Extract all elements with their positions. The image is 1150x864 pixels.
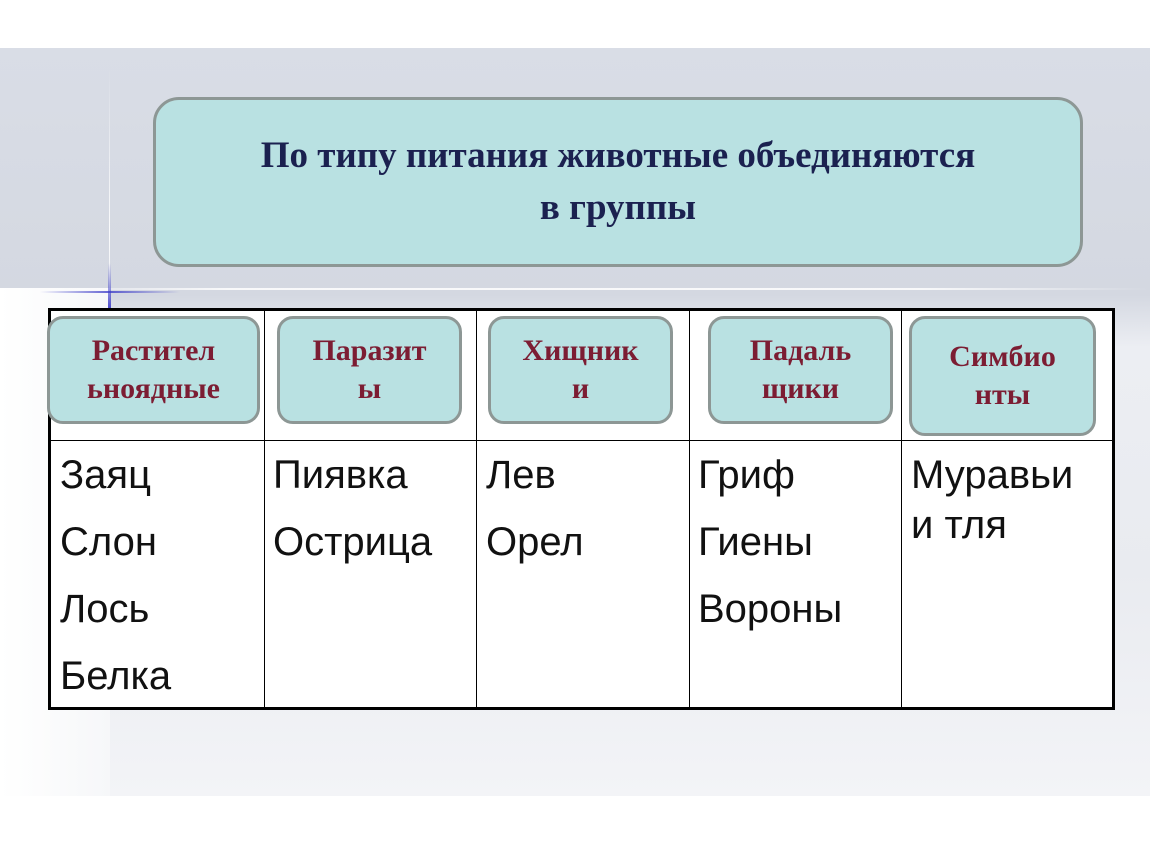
list-item: Лось <box>60 587 150 631</box>
decorative-line <box>0 288 1150 290</box>
header-parasites: Паразит ы <box>277 316 462 424</box>
list-item: Пиявка <box>273 453 408 497</box>
header-label: Паразит <box>312 334 427 367</box>
list-item: Слон <box>60 520 158 564</box>
list-item: Острица <box>273 520 433 564</box>
parasites-list: Пиявка Острица <box>273 442 432 576</box>
sparkle-icon <box>40 291 180 293</box>
predators-list: Лев Орел <box>486 442 584 576</box>
table-column-parasites <box>264 311 476 707</box>
table-column-symbionts <box>901 311 1112 707</box>
decorative-line <box>109 68 110 398</box>
header-label: ьноядные <box>86 372 220 405</box>
list-item: Лев <box>486 453 556 497</box>
list-item: Гиены <box>698 520 813 564</box>
list-item: Вороны <box>698 587 843 631</box>
header-herbivores: Растител ьноядные <box>47 316 260 424</box>
header-label: нты <box>974 378 1031 411</box>
list-item: Белка <box>60 654 172 698</box>
header-scavengers: Падаль щики <box>708 316 893 424</box>
header-label: Падаль <box>749 334 852 367</box>
herbivores-list: Заяц Слон Лось Белка <box>60 442 171 710</box>
table-column-predators <box>476 311 689 707</box>
list-item: Орел <box>486 520 584 564</box>
header-label: щики <box>761 372 840 405</box>
table-column-scavengers <box>689 311 901 707</box>
title-line: По типу питания животные объединяются <box>260 135 976 176</box>
header-predators: Хищник и <box>488 316 673 424</box>
header-label: Симбио <box>949 340 1056 373</box>
header-label: Хищник <box>522 334 639 367</box>
header-symbionts: Симбио нты <box>909 316 1096 436</box>
header-label: Растител <box>91 334 216 367</box>
list-item: Заяц <box>60 453 151 497</box>
header-label: и <box>571 372 590 405</box>
header-label: ы <box>357 372 382 405</box>
list-item: Гриф <box>698 453 795 497</box>
title-line: в группы <box>539 187 697 228</box>
header-divider <box>51 440 1112 441</box>
title-box: По типу питания животные объединяются в … <box>153 97 1083 267</box>
page-title: По типу питания животные объединяются в … <box>178 130 1058 234</box>
scavengers-list: Гриф Гиены Вороны <box>698 442 842 643</box>
symbionts-text: Муравьи и тля <box>911 453 1074 547</box>
